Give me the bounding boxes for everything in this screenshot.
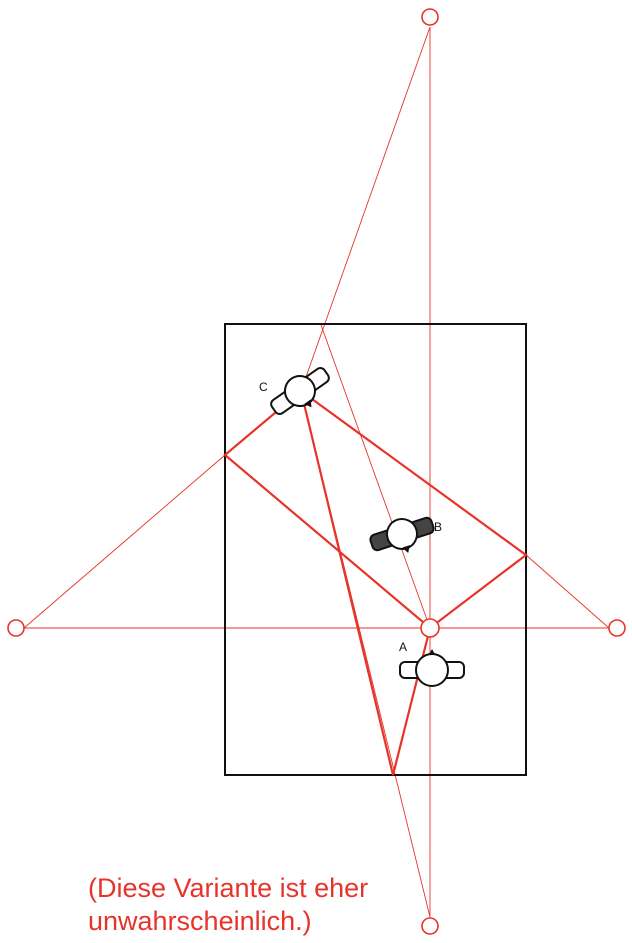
perspective-rectangles: [223, 389, 528, 776]
construction-lines: [23, 26, 610, 918]
person-a: [399, 649, 465, 687]
caption-line-1: (Diese Variante ist eher: [88, 873, 369, 903]
vanishing-point-right: [608, 619, 626, 637]
vanishing-point-top: [421, 8, 439, 26]
vanishing-point-bottom: [421, 917, 439, 935]
person-b: [369, 516, 435, 554]
vanishing-points: [7, 8, 626, 935]
ray-right-vp-to-right-corner: [525, 554, 610, 629]
label-a: A: [399, 640, 407, 654]
caption: (Diese Variante ist eher unwahrscheinlic…: [88, 872, 388, 938]
ray-room-top-to-center: [320, 324, 431, 629]
vanishing-point-center: [420, 618, 440, 638]
room-outline: [224, 323, 527, 776]
label-b: B: [434, 520, 442, 534]
vanishing-point-left: [7, 619, 25, 637]
ray-top-vp-to-c: [300, 26, 431, 392]
label-c: C: [259, 380, 268, 394]
perspective-rectangle: [223, 389, 528, 630]
person-c: [270, 367, 330, 415]
caption-line-2: unwahrscheinlich.): [88, 906, 312, 936]
ray-left-vp-to-left-corner: [23, 454, 226, 629]
